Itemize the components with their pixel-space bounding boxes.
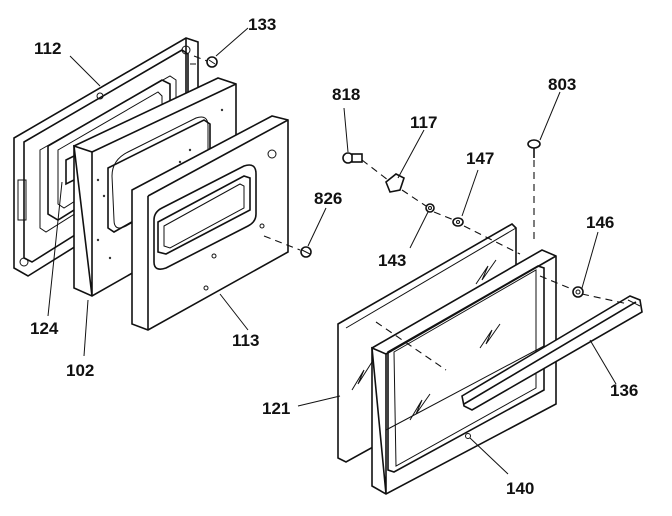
part-136-handle (461, 295, 643, 411)
callout-143: 143 (378, 251, 406, 270)
part-133-screw (193, 55, 218, 68)
callout-803: 803 (548, 75, 576, 94)
callout-140: 140 (506, 479, 534, 498)
callout-147: 147 (466, 149, 494, 168)
part-147-spacer (452, 217, 464, 227)
part-143-washer (425, 203, 435, 213)
callout-136: 136 (610, 381, 638, 400)
callout-818: 818 (332, 85, 360, 104)
leader-lines (47, 27, 617, 475)
callout-133: 133 (248, 15, 276, 34)
part-826-screw (263, 235, 312, 258)
part-146-spacer (572, 286, 584, 298)
callout-102: 102 (66, 361, 94, 380)
part-140-outer-frame (371, 249, 557, 495)
part-117-clip (385, 173, 405, 193)
callout-113: 113 (232, 331, 259, 350)
callout-121: 121 (262, 399, 290, 418)
part-818-screw (342, 152, 363, 164)
part-113-window-panel (131, 115, 289, 331)
callout-labels: 112 133 124 102 826 113 818 117 803 147 … (30, 15, 638, 498)
callout-146: 146 (586, 213, 614, 232)
assembly-axis-lines (361, 159, 629, 371)
part-803-screw (527, 139, 541, 158)
callout-112: 112 (34, 39, 61, 58)
callout-826: 826 (314, 189, 342, 208)
callout-117: 117 (410, 113, 437, 132)
callout-124: 124 (30, 319, 59, 338)
